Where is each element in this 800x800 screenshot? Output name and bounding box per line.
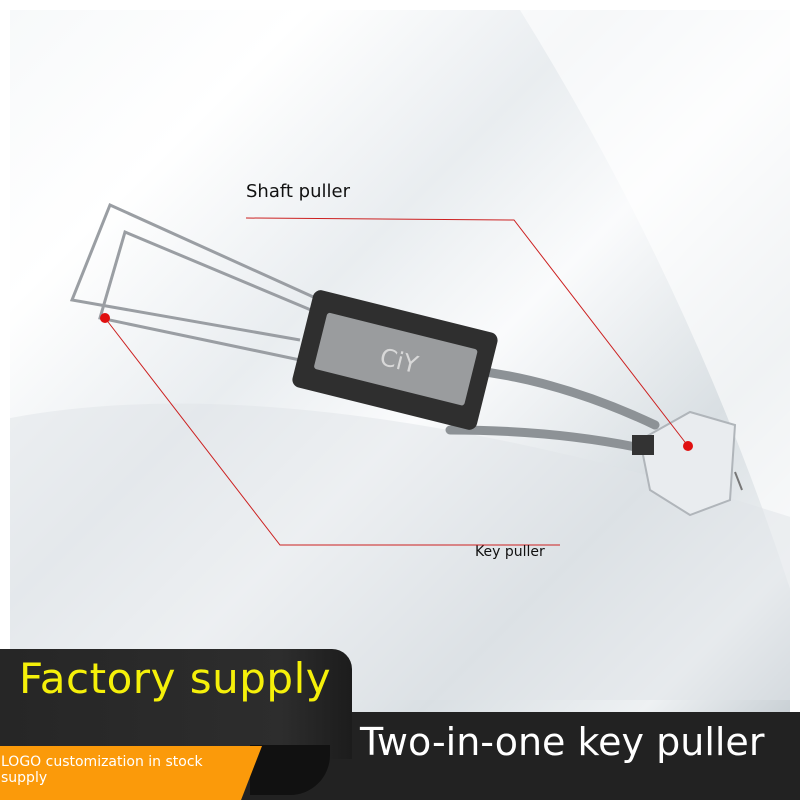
ribbon <box>0 649 352 759</box>
product-title: Two-in-one key puller <box>360 720 765 764</box>
product-photo: CiY <box>10 10 790 712</box>
headline: Factory supply <box>19 654 332 703</box>
shaft-puller-marker <box>683 441 693 451</box>
switch-icon <box>632 410 743 517</box>
orange-tag <box>0 746 262 800</box>
key-puller-marker <box>100 313 110 323</box>
wire-loops <box>69 202 331 362</box>
customization-note: LOGO customization in stock supply <box>1 754 203 786</box>
puller-arms <box>445 365 660 455</box>
callout-lines <box>104 217 689 546</box>
handle: CiY <box>292 290 498 430</box>
key-puller-label: Key puller <box>475 544 545 560</box>
key-puller-illustration: CiY <box>10 10 790 700</box>
shaft-puller-label: Shaft puller <box>246 181 350 202</box>
